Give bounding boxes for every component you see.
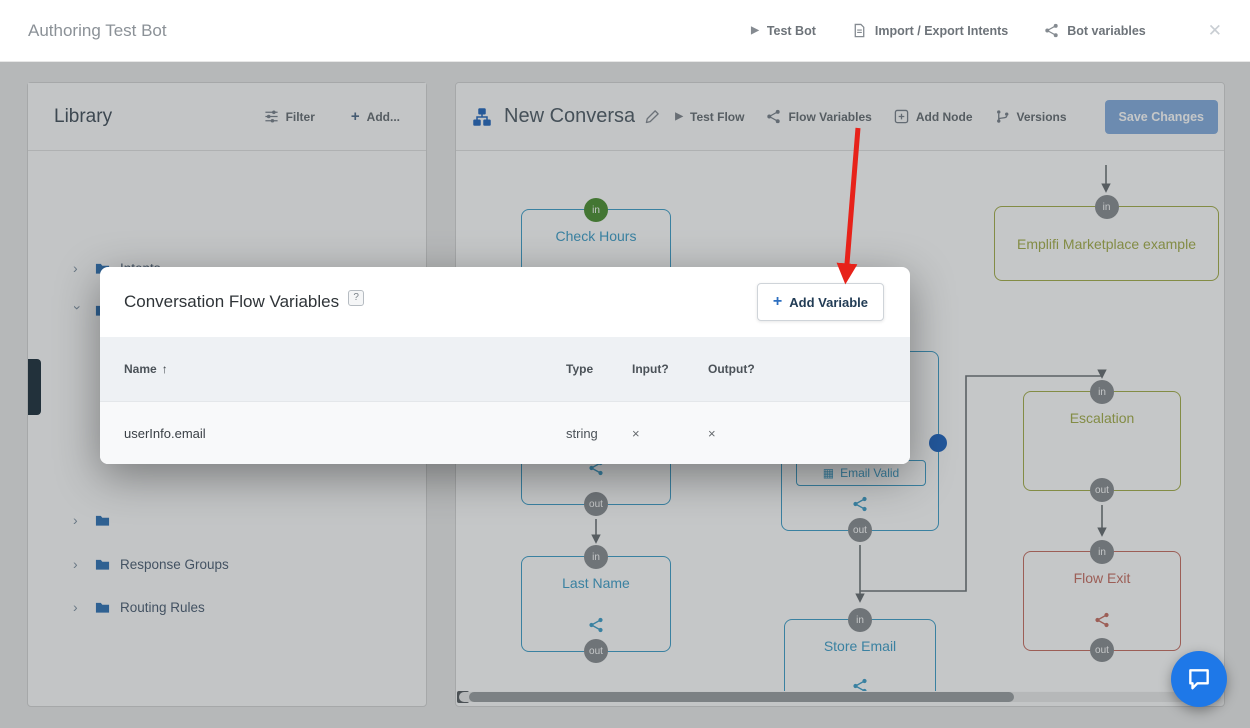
- top-bar: Authoring Test Bot ▶ Test Bot Import / E…: [0, 0, 1250, 62]
- add-node-button[interactable]: Add Node: [894, 109, 973, 124]
- connection-lines: [591, 165, 1111, 603]
- play-icon: ▶: [675, 111, 683, 122]
- flow-node-marketplace[interactable]: in Emplifi Marketplace example: [994, 195, 1219, 281]
- bot-title: Authoring Test Bot: [28, 20, 167, 40]
- out-port[interactable]: out: [584, 492, 608, 516]
- chat-bubble-icon: [1189, 669, 1209, 690]
- out-port[interactable]: out: [584, 639, 608, 663]
- flow-node-flow-exit[interactable]: in Flow Exit out: [1023, 540, 1181, 662]
- out-port[interactable]: out: [1090, 638, 1114, 662]
- filter-button[interactable]: Filter: [264, 109, 315, 124]
- save-changes-button[interactable]: Save Changes: [1104, 99, 1218, 134]
- flow-toolbar: ▶ Test Flow Flow Variables Add Node Vers…: [675, 99, 1218, 134]
- tree-item-response-groups[interactable]: › Response Groups: [73, 556, 229, 572]
- test-bot-label: Test Bot: [766, 23, 816, 38]
- selected-flow-indicator[interactable]: [28, 359, 41, 415]
- sort-asc-icon: ↑: [161, 362, 168, 376]
- out-port[interactable]: out: [848, 518, 872, 542]
- column-name[interactable]: Name↑: [124, 362, 168, 376]
- column-output: Output?: [708, 362, 755, 376]
- table-icon: ▦: [822, 466, 835, 480]
- help-icon[interactable]: ?: [348, 290, 365, 306]
- in-port[interactable]: in: [1090, 380, 1114, 404]
- plus-icon: +: [350, 107, 360, 125]
- import-export-label: Import / Export Intents: [874, 23, 1009, 38]
- chevron-right-icon: ›: [73, 260, 78, 276]
- flow-node-last-name[interactable]: in Last Name out: [521, 545, 671, 663]
- test-bot-button[interactable]: ▶ Test Bot: [751, 24, 816, 38]
- flow-variables-button[interactable]: Flow Variables: [766, 109, 872, 124]
- modal-title: Conversation Flow Variables: [124, 292, 340, 311]
- in-port[interactable]: in: [1090, 540, 1114, 564]
- flow-node-escalation[interactable]: in Escalation out: [1023, 380, 1181, 502]
- chevron-right-icon: ›: [73, 512, 78, 528]
- flow-node-store-email[interactable]: in Store Email: [784, 608, 936, 691]
- out-port[interactable]: out: [1090, 478, 1114, 502]
- table-header-row: Name↑ Type Input? Output?: [100, 337, 910, 401]
- add-variable-button[interactable]: + Add Variable: [756, 283, 884, 321]
- in-port[interactable]: in: [848, 608, 872, 632]
- document-icon: [854, 23, 865, 38]
- library-actions: Filter + Add...: [264, 109, 400, 124]
- chevron-right-icon: ›: [73, 556, 78, 572]
- tree-item-hidden[interactable]: ›: [28, 503, 426, 537]
- chat-widget-button[interactable]: [1171, 651, 1227, 707]
- variable-output-toggle[interactable]: ×: [708, 425, 716, 441]
- import-export-intents-button[interactable]: Import / Export Intents: [852, 23, 1008, 38]
- in-port[interactable]: in: [1094, 195, 1119, 219]
- flow-header: New Conversa ▶ Test Flow Flow Variables …: [456, 83, 1224, 151]
- horizontal-scrollbar[interactable]: [459, 692, 1221, 702]
- versions-button[interactable]: Versions: [995, 109, 1067, 124]
- connector-line: [860, 369, 1107, 592]
- variable-type: string: [566, 425, 598, 441]
- play-icon: ▶: [751, 25, 759, 36]
- filter-label: Filter: [285, 109, 315, 124]
- add-button[interactable]: + Add...: [350, 107, 400, 125]
- plus-icon: +: [772, 293, 783, 310]
- topbar-actions: ▶ Test Bot Import / Export Intents Bot v…: [751, 21, 1222, 41]
- variable-row[interactable]: userInfo.email string × ×: [100, 401, 910, 464]
- chevron-right-icon: ›: [73, 599, 78, 615]
- library-header: Library Filter + Add...: [28, 83, 426, 151]
- variables-icon: [1044, 23, 1059, 38]
- column-input: Input?: [632, 362, 669, 376]
- flow-title: New Conversa: [504, 105, 636, 127]
- test-flow-button[interactable]: ▶ Test Flow: [675, 109, 745, 124]
- add-label: Add...: [366, 109, 400, 124]
- bot-variables-label: Bot variables: [1067, 23, 1146, 38]
- modal-header: Conversation Flow Variables ? + Add Vari…: [100, 267, 910, 337]
- variable-input-toggle[interactable]: ×: [632, 425, 640, 441]
- tree-item-routing-rules[interactable]: › Routing Rules: [73, 599, 205, 615]
- connector-dot[interactable]: [929, 434, 947, 452]
- scrollbar-thumb[interactable]: [469, 692, 1014, 702]
- flow-variables-modal: Conversation Flow Variables ? + Add Vari…: [100, 267, 910, 464]
- column-type: Type: [566, 362, 594, 376]
- bot-variables-button[interactable]: Bot variables: [1044, 23, 1146, 38]
- close-button[interactable]: ✕: [1207, 20, 1222, 40]
- library-title: Library: [54, 105, 113, 127]
- in-port[interactable]: in: [584, 198, 608, 222]
- in-port[interactable]: in: [584, 545, 608, 569]
- variable-name: userInfo.email: [124, 425, 206, 441]
